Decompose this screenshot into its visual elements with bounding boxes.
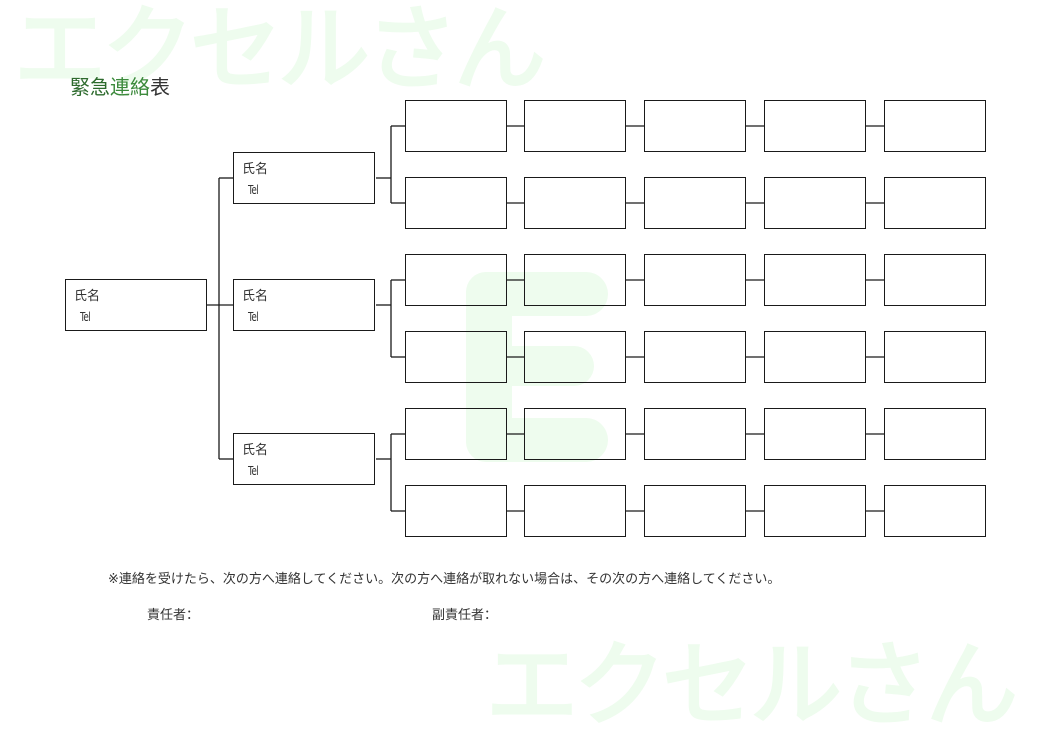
tel-label: Tel	[80, 310, 91, 324]
contact-slot-r4-c1[interactable]	[405, 331, 507, 383]
group-person-box-2[interactable]: 氏名 Tel	[233, 279, 375, 331]
contact-slot-r3-c2[interactable]	[524, 254, 626, 306]
contact-slot-r4-c5[interactable]	[884, 331, 986, 383]
tel-label: Tel	[248, 183, 259, 197]
contact-slot-r3-c1[interactable]	[405, 254, 507, 306]
root-person-box[interactable]: 氏名 Tel	[65, 279, 207, 331]
contact-slot-r6-c2[interactable]	[524, 485, 626, 537]
tel-label: Tel	[248, 464, 259, 478]
contact-slot-r1-c1[interactable]	[405, 100, 507, 152]
contact-slot-r5-c5[interactable]	[884, 408, 986, 460]
title-part-1: 緊急	[70, 75, 110, 99]
contact-slot-r1-c2[interactable]	[524, 100, 626, 152]
contact-slot-r1-c3[interactable]	[644, 100, 746, 152]
tel-label: Tel	[248, 310, 259, 324]
contact-slot-r5-c4[interactable]	[764, 408, 866, 460]
contact-slot-r5-c2[interactable]	[524, 408, 626, 460]
contact-slot-r6-c4[interactable]	[764, 485, 866, 537]
contact-slot-r5-c3[interactable]	[644, 408, 746, 460]
watermark-bottom: エクセルさん	[486, 632, 1018, 739]
contact-slot-r6-c5[interactable]	[884, 485, 986, 537]
responsible-label: 責任者：	[147, 608, 200, 623]
title-part-3: 表	[150, 75, 170, 99]
contact-slot-r2-c3[interactable]	[644, 177, 746, 229]
contact-slot-r5-c1[interactable]	[405, 408, 507, 460]
contact-slot-r4-c2[interactable]	[524, 331, 626, 383]
watermark-logo-e	[466, 272, 608, 462]
contact-slot-r4-c3[interactable]	[644, 331, 746, 383]
contact-slot-r6-c1[interactable]	[405, 485, 507, 537]
name-label: 氏名	[242, 289, 269, 304]
name-label: 氏名	[74, 289, 101, 304]
name-label: 氏名	[242, 162, 269, 177]
contact-slot-r2-c5[interactable]	[884, 177, 986, 229]
page-title: 緊急連絡表	[70, 71, 170, 100]
contact-slot-r3-c5[interactable]	[884, 254, 986, 306]
group-person-box-3[interactable]: 氏名 Tel	[233, 433, 375, 485]
group-person-box-1[interactable]: 氏名 Tel	[233, 152, 375, 204]
contact-slot-r2-c4[interactable]	[764, 177, 866, 229]
contact-slot-r6-c3[interactable]	[644, 485, 746, 537]
contact-slot-r1-c4[interactable]	[764, 100, 866, 152]
sub-responsible-label: 副責任者：	[432, 608, 498, 623]
contact-slot-r2-c1[interactable]	[405, 177, 507, 229]
title-part-2: 連絡	[110, 75, 150, 99]
name-label: 氏名	[242, 443, 269, 458]
contact-slot-r3-c3[interactable]	[644, 254, 746, 306]
contact-slot-r2-c2[interactable]	[524, 177, 626, 229]
watermark-top: エクセルさん	[14, 0, 546, 103]
contact-slot-r4-c4[interactable]	[764, 331, 866, 383]
instruction-note: ※連絡を受けたら、次の方へ連絡してください。次の方へ連絡が取れない場合は、その次…	[108, 572, 781, 587]
contact-slot-r1-c5[interactable]	[884, 100, 986, 152]
contact-slot-r3-c4[interactable]	[764, 254, 866, 306]
